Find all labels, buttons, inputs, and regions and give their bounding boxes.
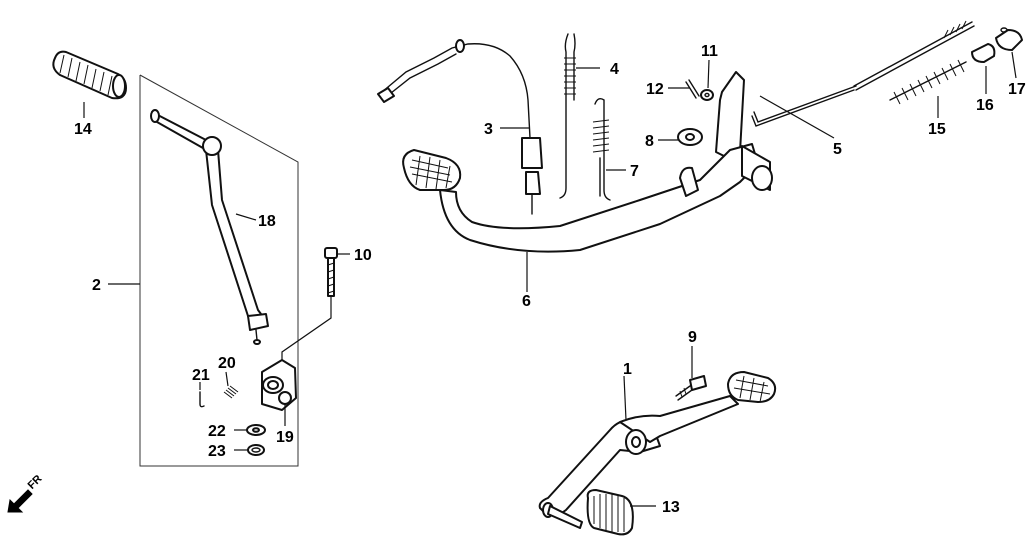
washer-22 xyxy=(246,424,266,436)
callout-21: 21 xyxy=(192,367,210,384)
callout-9: 9 xyxy=(688,329,697,346)
callout-13: 13 xyxy=(662,499,680,516)
callout-22: 22 xyxy=(208,423,226,440)
callout-4: 4 xyxy=(610,61,619,78)
callout-5: 5 xyxy=(833,141,842,158)
adjusting-nut xyxy=(995,27,1023,51)
callout-17: 17 xyxy=(1008,81,1026,98)
long-spring xyxy=(559,33,576,199)
callout-12: 12 xyxy=(646,81,664,98)
callout-2: 2 xyxy=(92,277,101,294)
callout-7: 7 xyxy=(630,163,639,180)
front-direction-arrow-icon xyxy=(7,489,33,513)
callout-6: 6 xyxy=(522,293,531,310)
small-spring xyxy=(223,385,239,399)
bolt-10 xyxy=(281,247,338,360)
callout-14: 14 xyxy=(74,121,92,138)
clip xyxy=(199,391,205,408)
cotter-pin xyxy=(685,79,700,99)
rod-spring xyxy=(889,59,967,105)
callout-11: 11 xyxy=(701,43,718,60)
brake-pedal xyxy=(402,71,773,253)
short-spring xyxy=(592,97,611,201)
gearshift-pedal-rubber xyxy=(586,489,634,536)
kick-pedal-rubber xyxy=(52,50,127,100)
kickstarter-group-outline xyxy=(139,74,299,467)
washer-8 xyxy=(677,128,703,146)
callout-18: 18 xyxy=(258,213,276,230)
gearshift-pedal xyxy=(538,371,777,529)
leader-lines xyxy=(83,51,1017,507)
pinch-clamp xyxy=(261,359,297,411)
brake-light-switch xyxy=(377,39,543,215)
front-direction-label: FR xyxy=(26,473,45,492)
circlip-23 xyxy=(247,444,265,456)
callout-16: 16 xyxy=(976,97,994,114)
callout-19: 19 xyxy=(276,429,294,446)
callout-1: 1 xyxy=(623,361,632,378)
callout-8: 8 xyxy=(645,133,654,150)
washer-11 xyxy=(700,89,714,101)
callout-3: 3 xyxy=(484,121,493,138)
callout-10: 10 xyxy=(354,247,372,264)
bolt-9 xyxy=(675,375,707,401)
callout-20: 20 xyxy=(218,355,236,372)
kick-starter-arm xyxy=(150,109,269,345)
joint-pin xyxy=(971,43,996,63)
callout-15: 15 xyxy=(928,121,946,138)
callout-23: 23 xyxy=(208,443,226,460)
brake-rod xyxy=(751,20,975,127)
